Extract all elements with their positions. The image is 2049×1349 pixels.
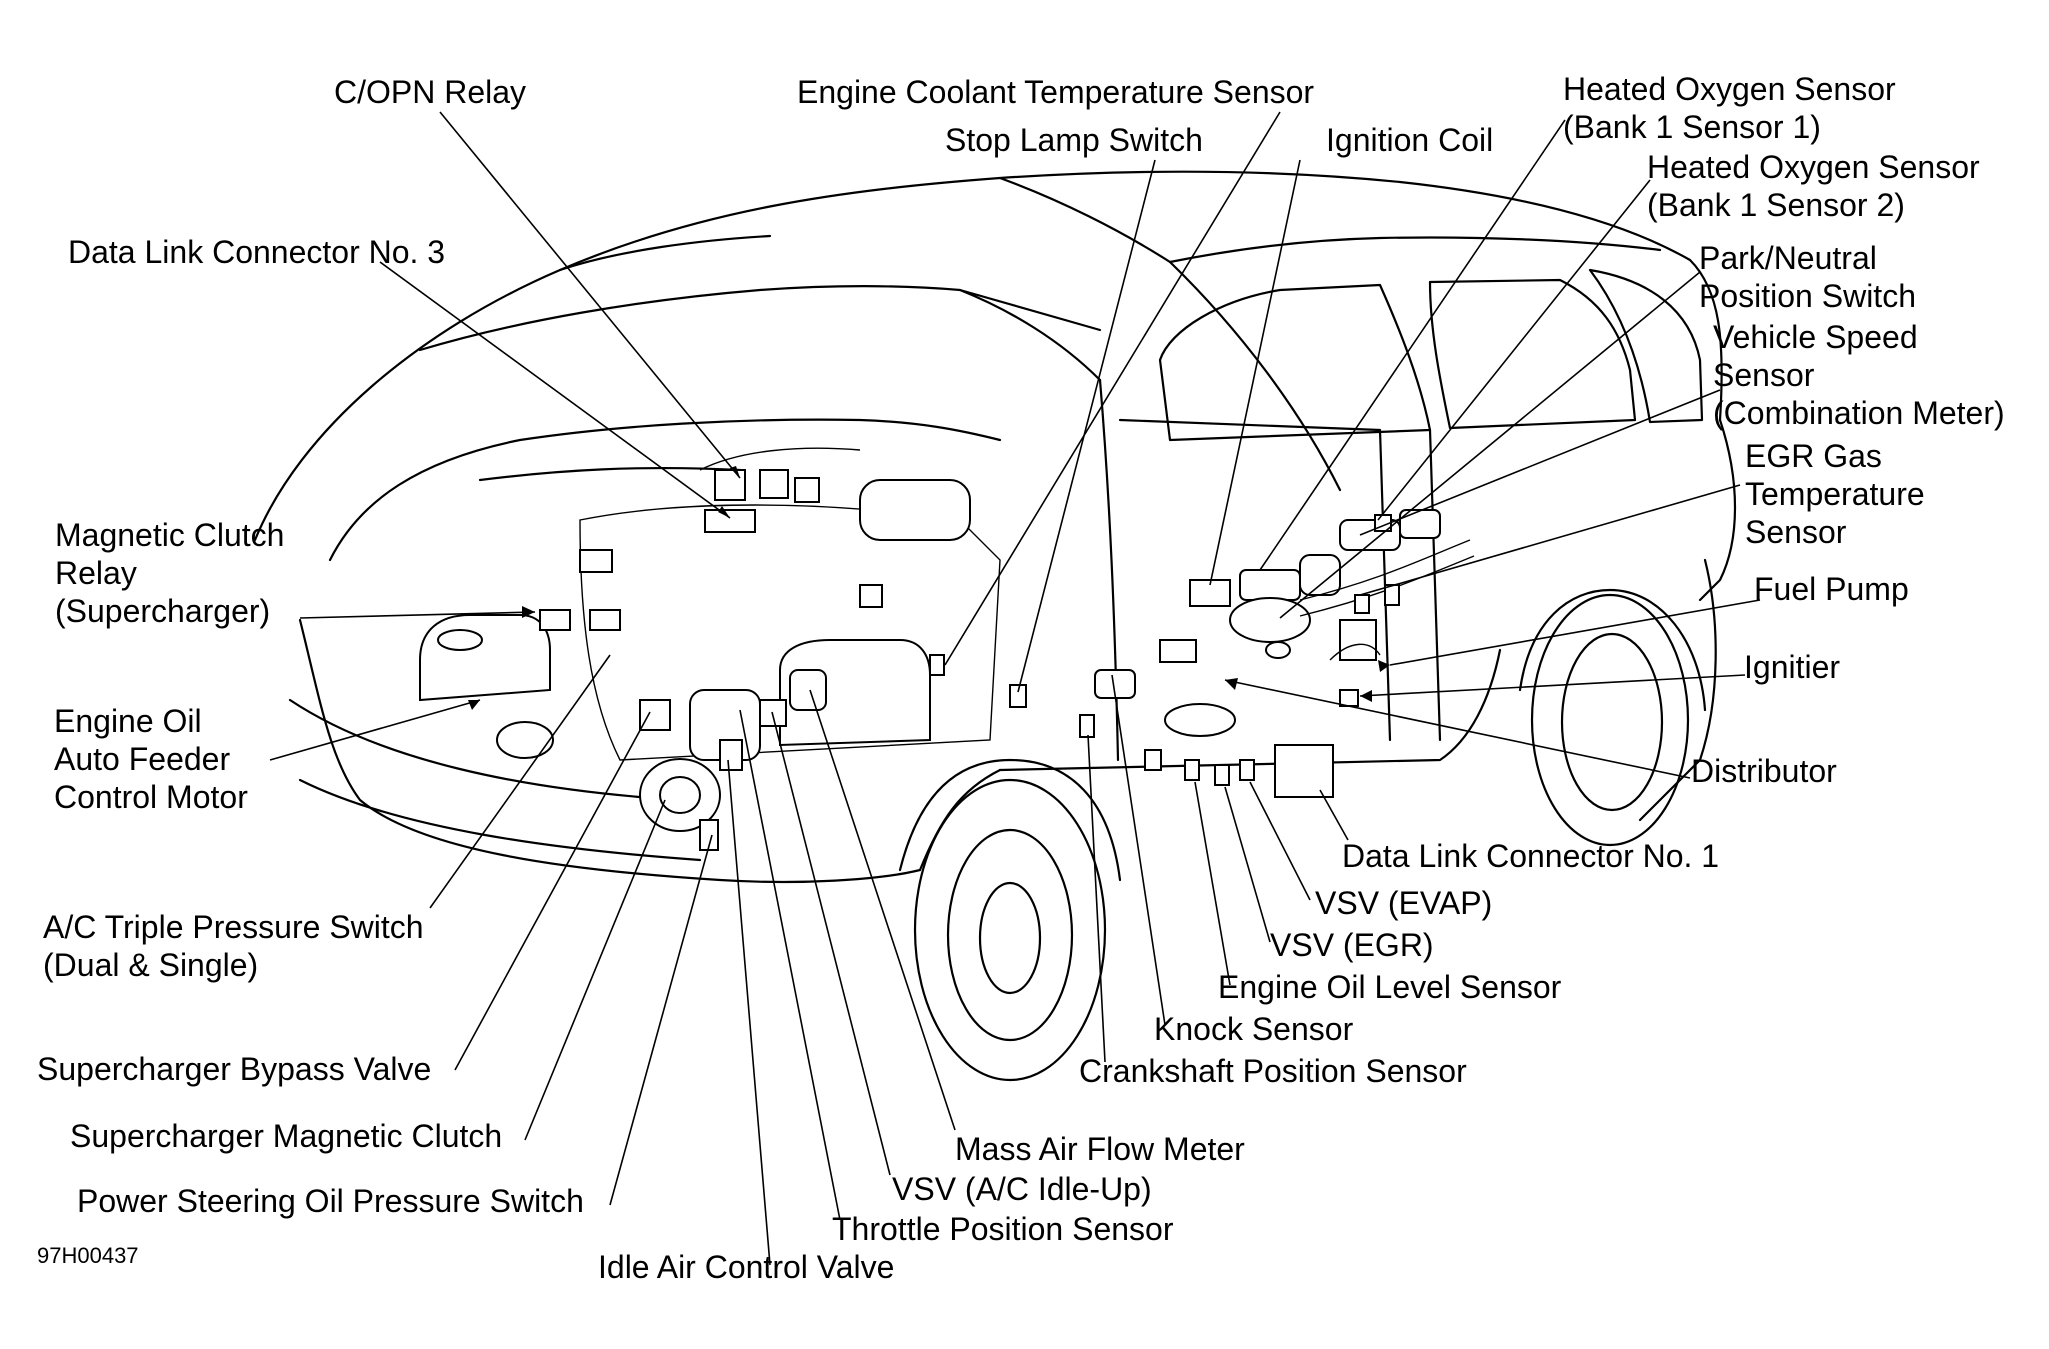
leader-coolant-temp-sensor	[944, 111, 1281, 666]
leader-power-steering-switch	[609, 834, 713, 1206]
leader-magnetic-clutch-relay	[299, 611, 536, 619]
label-ignitier: Ignitier	[1744, 649, 1841, 685]
leader-supercharger-magnetic-clutch	[524, 799, 666, 1141]
label-line: Engine Oil	[54, 703, 202, 739]
label-line: (Bank 1 Sensor 1)	[1563, 109, 1821, 145]
label-c-opn-relay: C/OPN Relay	[334, 74, 527, 110]
label-fuel-pump: Fuel Pump	[1754, 571, 1909, 607]
leader-vsv-evap	[1249, 781, 1311, 901]
label-mass-air-flow-meter: Mass Air Flow Meter	[955, 1131, 1245, 1167]
leader-stop-lamp-switch	[1017, 159, 1156, 693]
leader-egr-gas-temp-sensor	[1359, 484, 1741, 596]
leader-idle-air-control-valve	[727, 759, 771, 1266]
label-knock-sensor: Knock Sensor	[1154, 1011, 1354, 1047]
label-line: Temperature	[1745, 476, 1925, 512]
label-line: (Bank 1 Sensor 2)	[1647, 187, 1905, 223]
leader-vehicle-speed-sensor	[1359, 389, 1721, 536]
label-line: (Supercharger)	[55, 593, 271, 629]
label-data-link-connector-1: Data Link Connector No. 1	[1342, 838, 1720, 874]
figure-code: 97H00437	[37, 1243, 139, 1268]
label-line: EGR Gas	[1745, 438, 1882, 474]
leader-knock-sensor	[1111, 674, 1166, 1026]
label-engine-oil-auto-feeder: Engine Oil Auto Feeder Control Motor	[54, 702, 248, 816]
label-line: (Combination Meter)	[1713, 395, 2005, 431]
label-line: Auto Feeder	[54, 741, 231, 777]
label-vehicle-speed-sensor: Vehicle Speed Sensor (Combination Meter)	[1713, 318, 2005, 432]
leader-ignitier	[1359, 674, 1746, 697]
leader-vsv-egr	[1224, 786, 1271, 943]
leader-heated-o2-sensor-1	[1259, 119, 1566, 571]
label-egr-gas-temperature-sensor: EGR Gas Temperature Sensor	[1745, 437, 1925, 551]
label-line: Sensor	[1745, 514, 1847, 550]
leader-ignition-coil	[1209, 159, 1301, 586]
label-magnetic-clutch-relay: Magnetic Clutch Relay (Supercharger)	[55, 516, 284, 630]
label-line: Sensor	[1713, 357, 1815, 393]
label-line: Vehicle Speed	[1713, 319, 1918, 355]
label-crankshaft-position-sensor: Crankshaft Position Sensor	[1079, 1053, 1467, 1089]
leader-park-neutral-switch	[1279, 271, 1701, 619]
leader-distributor	[1224, 679, 1691, 779]
label-line: Heated Oxygen Sensor	[1563, 71, 1896, 107]
label-throttle-position-sensor: Throttle Position Sensor	[832, 1211, 1174, 1247]
label-distributor: Distributor	[1691, 753, 1837, 789]
leader-engine-oil-auto-feeder	[269, 699, 481, 761]
label-park-neutral-position-switch: Park/Neutral Position Switch	[1699, 239, 1916, 315]
label-line: A/C Triple Pressure Switch	[43, 909, 424, 945]
leader-fuel-pump	[1389, 599, 1761, 666]
label-supercharger-bypass-valve: Supercharger Bypass Valve	[37, 1051, 432, 1087]
label-line: Magnetic Clutch	[55, 517, 285, 553]
label-heated-oxygen-sensor-2: Heated Oxygen Sensor (Bank 1 Sensor 2)	[1647, 148, 1980, 224]
label-line: Park/Neutral	[1699, 240, 1877, 276]
leader-engine-oil-level-sensor	[1194, 781, 1231, 986]
label-vsv-egr: VSV (EGR)	[1270, 927, 1434, 963]
label-ac-triple-pressure-switch: A/C Triple Pressure Switch (Dual & Singl…	[43, 908, 424, 984]
leader-data-link-connector-1	[1319, 789, 1349, 841]
label-engine-oil-level-sensor: Engine Oil Level Sensor	[1218, 969, 1562, 1005]
leader-supercharger-bypass-valve	[454, 711, 651, 1071]
label-ignition-coil: Ignition Coil	[1326, 122, 1494, 158]
label-data-link-connector-3: Data Link Connector No. 3	[68, 234, 446, 270]
label-line: Position Switch	[1699, 278, 1916, 314]
label-vsv-evap: VSV (EVAP)	[1315, 885, 1493, 921]
leader-heated-o2-sensor-2	[1377, 179, 1651, 521]
label-heated-oxygen-sensor-1: Heated Oxygen Sensor (Bank 1 Sensor 1)	[1563, 70, 1896, 146]
label-line: Control Motor	[54, 779, 248, 815]
label-power-steering-oil-pressure-switch: Power Steering Oil Pressure Switch	[77, 1183, 584, 1219]
leader-c-opn-relay	[439, 111, 741, 479]
leader-ac-triple-pressure-switch	[429, 654, 611, 909]
leader-throttle-position-sensor	[739, 709, 841, 1221]
label-stop-lamp-switch: Stop Lamp Switch	[945, 122, 1203, 158]
label-vsv-ac-idle-up: VSV (A/C Idle-Up)	[892, 1171, 1152, 1207]
leader-vsv-ac-idle-up	[771, 711, 891, 1176]
leader-crankshaft-position-sensor	[1087, 734, 1106, 1063]
leader-data-link-connector-3	[379, 261, 731, 519]
label-idle-air-control-valve: Idle Air Control Valve	[598, 1249, 895, 1285]
leader-mass-air-flow-meter	[809, 689, 956, 1131]
label-engine-coolant-temperature-sensor: Engine Coolant Temperature Sensor	[797, 74, 1315, 110]
label-line: Relay	[55, 555, 137, 591]
label-supercharger-magnetic-clutch: Supercharger Magnetic Clutch	[70, 1118, 503, 1154]
label-line: (Dual & Single)	[43, 947, 259, 983]
label-line: Heated Oxygen Sensor	[1647, 149, 1980, 185]
